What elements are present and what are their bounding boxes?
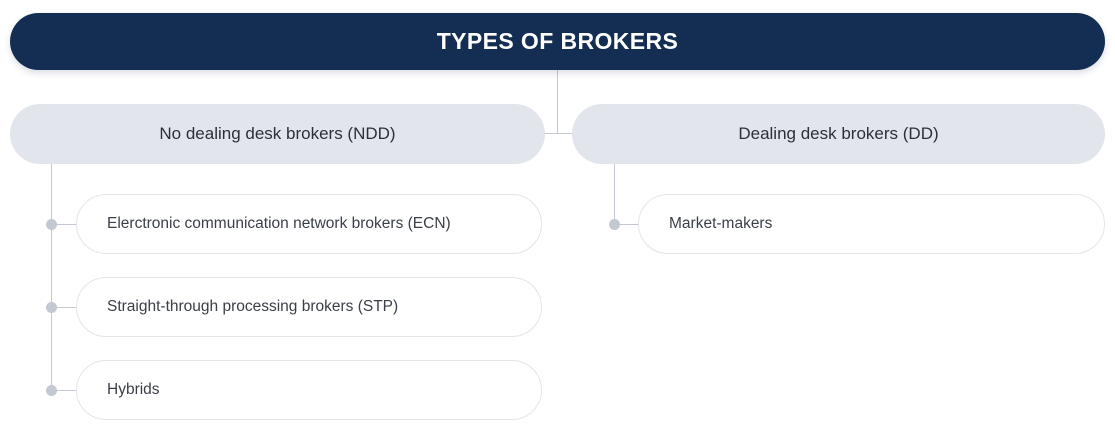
connector-dot-left-1 bbox=[46, 219, 57, 230]
branch-header-ndd-label: No dealing desk brokers (NDD) bbox=[159, 124, 396, 143]
connector-dot-left-2 bbox=[46, 302, 57, 313]
connector-trunk-vertical bbox=[557, 70, 558, 134]
leaf-node-ecn: Elerctronic communication network broker… bbox=[76, 194, 542, 254]
connector-stub-right-1 bbox=[614, 224, 644, 225]
connector-dot-right-1 bbox=[609, 219, 620, 230]
leaf-node-stp-label: Straight-through processing brokers (STP… bbox=[107, 298, 399, 315]
connector-stub-left-2 bbox=[51, 307, 81, 308]
leaf-node-hybrids: Hybrids bbox=[76, 360, 542, 420]
leaf-node-market-makers: Market-makers bbox=[638, 194, 1105, 254]
branch-header-dd: Dealing desk brokers (DD) bbox=[572, 104, 1105, 164]
leaf-node-ecn-label: Elerctronic communication network broker… bbox=[107, 215, 451, 232]
page-title: TYPES OF BROKERS bbox=[436, 28, 679, 54]
connector-spine-left bbox=[51, 164, 52, 390]
connector-dot-left-3 bbox=[46, 385, 57, 396]
leaf-node-market-makers-label: Market-makers bbox=[669, 215, 773, 232]
connector-split-horizontal bbox=[537, 133, 577, 134]
branch-header-ndd: No dealing desk brokers (NDD) bbox=[10, 104, 545, 164]
diagram-title-bar: TYPES OF BROKERS bbox=[10, 13, 1105, 70]
connector-spine-right bbox=[614, 164, 615, 224]
leaf-node-hybrids-label: Hybrids bbox=[107, 381, 160, 398]
connector-stub-left-1 bbox=[51, 224, 81, 225]
branch-header-dd-label: Dealing desk brokers (DD) bbox=[738, 124, 939, 143]
connector-stub-left-3 bbox=[51, 390, 81, 391]
leaf-node-stp: Straight-through processing brokers (STP… bbox=[76, 277, 542, 337]
